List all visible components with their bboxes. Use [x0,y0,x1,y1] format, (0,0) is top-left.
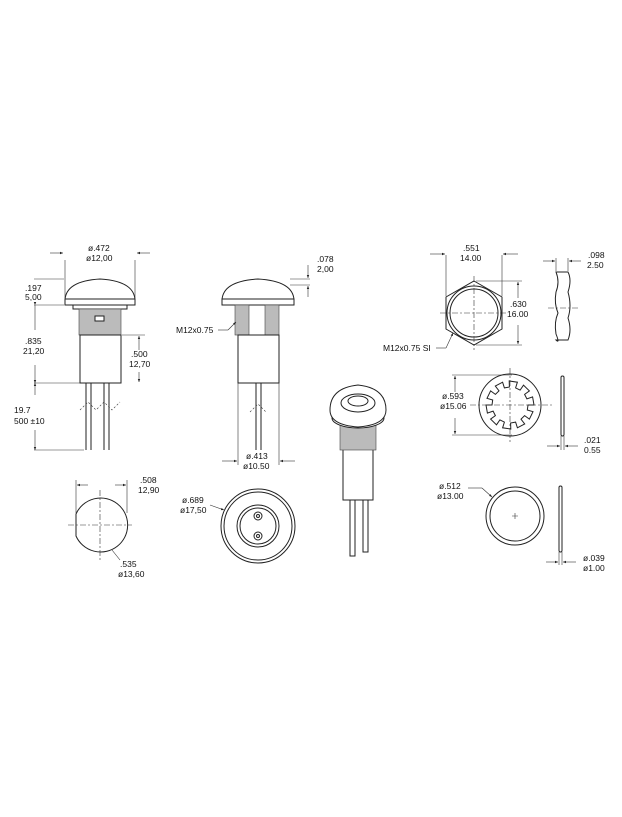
washer-dia-mm: ø15.06 [440,401,467,411]
oring-dia-mm: ø13.00 [437,491,464,501]
washer-thickness-mm: 0.55 [584,445,601,455]
oring-thickness-mm: ø1.00 [583,563,605,573]
rear-view: ø.689 ø17,50 [180,488,296,564]
nut-corners-in: .630 [510,299,527,309]
top-flat-mm: 12,90 [138,485,160,495]
front-body-length-in: .835 [25,336,42,346]
top-dia-in: .535 [120,559,137,569]
nut-thickness-in: .098 [588,250,605,260]
front-view: ø.472 ø12,00 .197 5,00 .835 21,20 .500 1… [14,243,151,451]
side-thread-label: M12x0.75 [176,325,214,335]
rear-dia-mm: ø17,50 [180,505,207,515]
front-cap-height-mm: 5,00 [25,292,42,302]
washer-thickness-in: .021 [584,435,601,445]
side-flange-in: .078 [317,254,334,264]
o-ring-view: ø.512 ø13.00 ø.039 ø1.00 [437,481,605,573]
side-body-dia-mm: ø10.50 [243,461,270,471]
rear-dia-in: ø.689 [182,495,204,505]
star-washer-view: ø.593 ø15.06 .021 0.55 [440,368,601,455]
isometric-view [329,384,387,557]
washer-dia-in: ø.593 [442,391,464,401]
front-lead-length-mm: 500 ±10 [14,416,45,426]
nut-corners-mm: 16.00 [507,309,529,319]
front-lead-length-in: 19.7 [14,405,31,415]
front-cap-height-in: .197 [25,283,42,293]
front-body-length-mm: 21,20 [23,346,45,356]
front-cap-dia-mm: ø12,00 [86,253,113,263]
nut-flats-in: .551 [463,243,480,253]
nut-view: .551 14.00 .630 16.00 M12x0.75 SI .098 2… [383,243,605,353]
side-body-dia-in: ø.413 [246,451,268,461]
nut-thread-label: M12x0.75 SI [383,343,431,353]
nut-thickness-mm: 2.50 [587,260,604,270]
top-view: .508 12,90 .535 ø13,60 [68,475,160,579]
top-dia-mm: ø13,60 [118,569,145,579]
front-cap-dia-in: ø.472 [88,243,110,253]
front-lower-body-in: .500 [131,349,148,359]
nut-flats-mm: 14.00 [460,253,482,263]
oring-dia-in: ø.512 [439,481,461,491]
front-lower-body-mm: 12,70 [129,359,151,369]
side-flange-mm: 2,00 [317,264,334,274]
top-flat-in: .508 [140,475,157,485]
side-view: .078 2,00 M12x0.75 ø.413 ø10.50 [176,254,334,471]
oring-thickness-in: ø.039 [583,553,605,563]
